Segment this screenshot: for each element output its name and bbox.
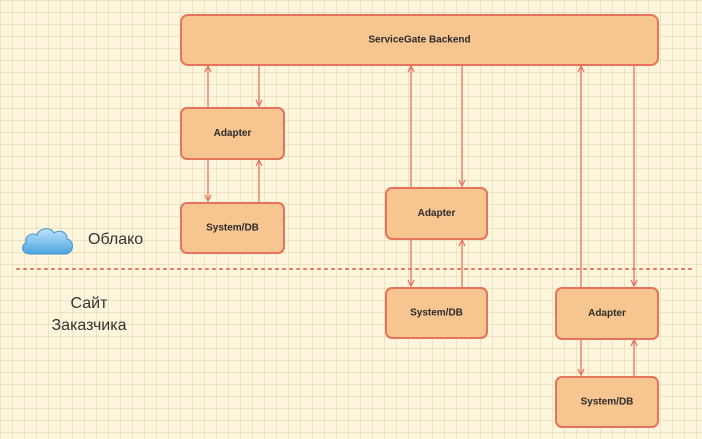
node-adapter-2-label: Adapter <box>418 208 456 219</box>
zone-label-customer-site-line1: Сайт <box>70 295 108 312</box>
node-system-db-2-label: System/DB <box>410 308 463 319</box>
cloud-icon <box>22 228 73 255</box>
node-adapter-2[interactable]: Adapter <box>385 187 488 240</box>
zone-label-customer-site-line2: Заказчика <box>51 317 127 334</box>
node-system-db-3[interactable]: System/DB <box>555 376 659 428</box>
node-adapter-3-label: Adapter <box>588 308 626 319</box>
zone-label-cloud: Облако <box>88 231 144 248</box>
node-system-db-3-label: System/DB <box>581 397 634 408</box>
node-servicegate-backend[interactable]: ServiceGate Backend <box>180 14 659 66</box>
node-system-db-2[interactable]: System/DB <box>385 287 488 339</box>
node-system-db-1[interactable]: System/DB <box>180 202 285 254</box>
node-system-db-1-label: System/DB <box>206 223 259 234</box>
node-adapter-1-label: Adapter <box>214 128 252 139</box>
node-adapter-3[interactable]: Adapter <box>555 287 659 340</box>
node-adapter-1[interactable]: Adapter <box>180 107 285 160</box>
zone-label-customer-site: Сайт Заказчика <box>46 293 132 337</box>
node-servicegate-backend-label: ServiceGate Backend <box>368 35 470 46</box>
